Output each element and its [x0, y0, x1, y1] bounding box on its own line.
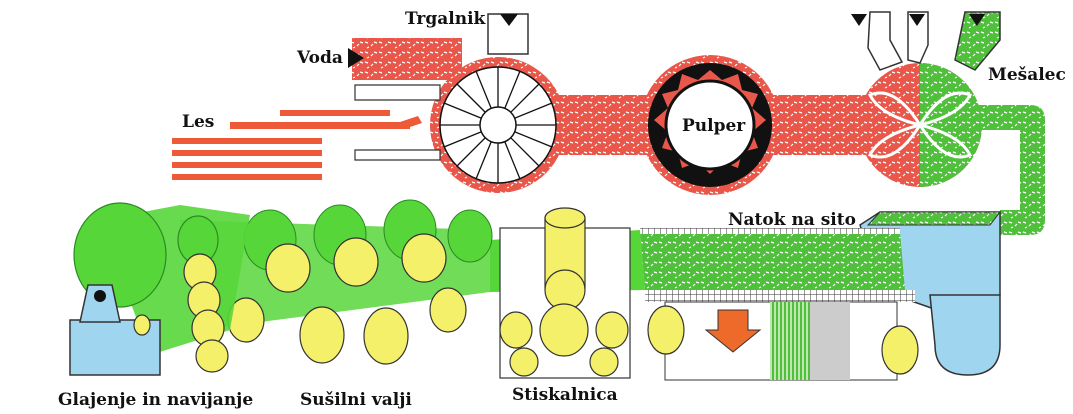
wire-pulp: [640, 232, 905, 290]
calender-reel: [70, 203, 250, 375]
wire-roller: [882, 326, 918, 374]
dryer-roller: [334, 238, 378, 286]
label-glajenje-in-navijanje: Glajenje in navijanje: [58, 390, 253, 410]
press-roller: [590, 348, 618, 376]
log: [172, 150, 322, 156]
hopper-1: [868, 12, 902, 70]
press-roller: [500, 312, 532, 348]
wire-mesh-bottom: [645, 290, 915, 302]
headbox-top: [868, 212, 1000, 225]
label-trgalnik: Trgalnik: [405, 9, 487, 29]
hopper-arrow-1: [851, 14, 867, 26]
log: [172, 138, 322, 144]
label-voda: Voda: [296, 48, 343, 68]
log-tip: [400, 116, 422, 129]
grinder-hub: [480, 107, 516, 143]
press-roller: [510, 348, 538, 376]
log: [172, 174, 322, 180]
wire-section: [640, 228, 918, 380]
press-roller-top: [545, 208, 585, 228]
dryer-roller: [266, 244, 310, 292]
press-section: [500, 208, 630, 378]
drain-stripes: [770, 302, 810, 380]
label-susilni-valji: Sušilni valji: [300, 390, 412, 410]
label-natok-na-sito: Natok na sito: [728, 210, 856, 230]
wood-chute-top: [355, 85, 440, 100]
drain-grey: [810, 302, 850, 380]
dryer-roller: [402, 234, 446, 282]
label-mesalec: Mešalec: [988, 65, 1066, 85]
headbox-tank: [930, 295, 1000, 375]
dryer-roller: [430, 288, 466, 332]
reel-axle: [94, 290, 106, 302]
calender-roller: [196, 340, 228, 372]
label-stiskalnica: Stiskalnica: [512, 385, 618, 405]
wire-roller: [648, 306, 684, 354]
reel-small-roller: [134, 315, 150, 335]
log: [172, 162, 322, 168]
log: [230, 122, 410, 129]
log: [280, 110, 390, 116]
dryer-roller: [300, 307, 344, 363]
press-roller: [596, 312, 628, 348]
mixer-green-half: [920, 63, 982, 187]
label-les: Les: [182, 112, 214, 132]
water-pipe: [352, 38, 462, 80]
dryer-roller: [448, 210, 492, 262]
wood-chute-bottom: [355, 150, 440, 160]
dryer-roller: [364, 308, 408, 364]
press-roller: [540, 304, 588, 356]
label-pulper: Pulper: [682, 116, 746, 136]
